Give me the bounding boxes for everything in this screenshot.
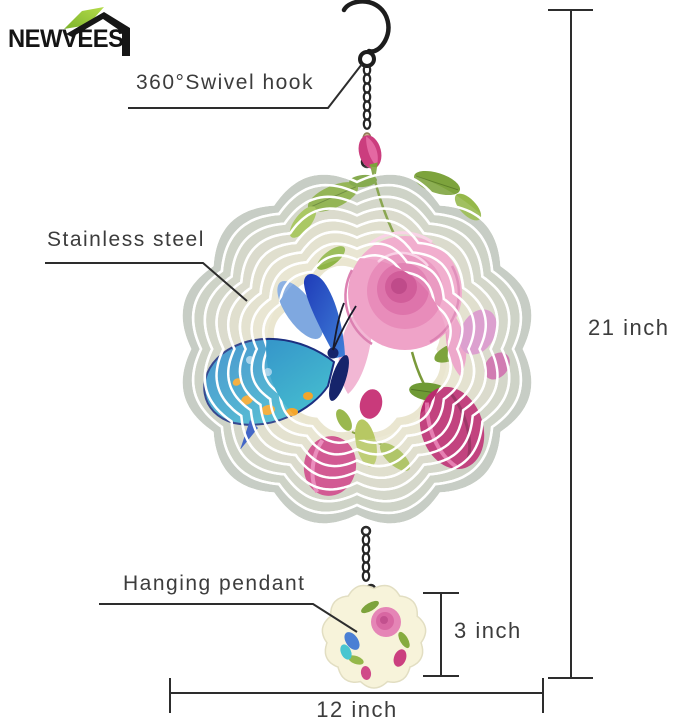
callout-line-hanging-pendant: [99, 603, 358, 633]
swivel-hook-icon: [341, 0, 391, 68]
dimension-line-3-inch: [423, 592, 459, 677]
brand-name: NEWVEES: [8, 25, 124, 53]
dimension-line-21-inch: [548, 9, 593, 679]
rose-graphic: [338, 231, 467, 394]
callout-line-swivel-hook: [128, 63, 363, 109]
bottom-chain: [360, 525, 377, 595]
callout-line-stainless-steel: [45, 262, 248, 302]
callout-label-stainless-steel: Stainless steel: [47, 228, 205, 251]
dimension-line-12-inch: [169, 678, 544, 713]
dimension-label-12-inch: 12 inch: [316, 697, 398, 722]
dimension-label-21-inch: 21 inch: [588, 315, 670, 340]
wind-spinner-graphic: [174, 135, 540, 532]
pendant-graphic: [321, 584, 427, 689]
house-leaf-icon: [64, 7, 130, 56]
callout-label-hanging-pendant: Hanging pendant: [123, 572, 306, 595]
top-chain: [362, 64, 372, 130]
brand-logo: NEWVEES: [8, 4, 148, 60]
callout-label-swivel-hook: 360°Swivel hook: [136, 71, 314, 94]
rosebud-mid: [359, 389, 383, 419]
dimension-label-3-inch: 3 inch: [454, 618, 522, 643]
rosebud-top: [358, 135, 382, 176]
spinner-cut-lines: [174, 166, 540, 532]
